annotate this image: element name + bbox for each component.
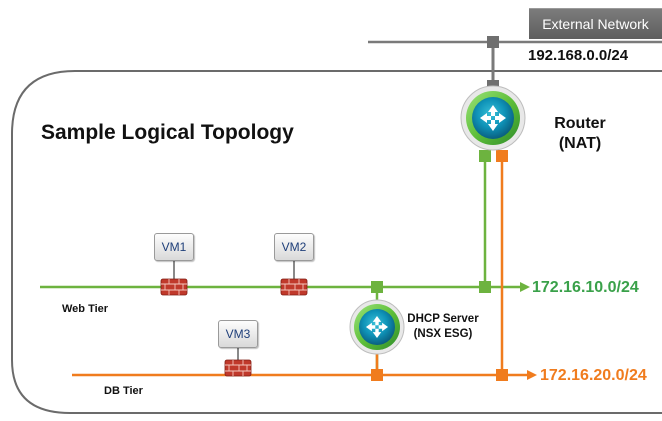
dhcp-db-port bbox=[371, 369, 383, 381]
edge-gateway-icon[interactable] bbox=[349, 299, 405, 355]
external-network-label: External Network bbox=[529, 8, 662, 39]
web-tier-router-port bbox=[479, 281, 491, 293]
web-tier-subnet-label: 172.16.10.0/24 bbox=[532, 279, 639, 296]
router-label: Router (NAT) bbox=[545, 114, 615, 154]
dhcp-server-label: DHCP Server (NSX ESG) bbox=[403, 312, 483, 342]
router-db-port bbox=[496, 150, 508, 162]
vm-icon-vm1[interactable]: VM1 bbox=[154, 233, 194, 261]
dhcp-web-port bbox=[371, 281, 383, 293]
web-tier-arrow bbox=[520, 282, 530, 292]
db-tier-subnet-label: 172.16.20.0/24 bbox=[540, 367, 647, 384]
db-tier-arrow bbox=[527, 370, 537, 380]
external-subnet-label: 192.168.0.0/24 bbox=[528, 47, 629, 64]
web-tier-label: Web Tier bbox=[62, 303, 109, 315]
router-icon[interactable] bbox=[460, 85, 526, 151]
db-tier-label: DB Tier bbox=[104, 385, 143, 397]
firewall-icon bbox=[160, 278, 188, 296]
firewall-icon bbox=[224, 359, 252, 377]
db-tier-router-port bbox=[496, 369, 508, 381]
firewall-icon bbox=[280, 278, 308, 296]
vm-icon-vm2[interactable]: VM2 bbox=[274, 233, 314, 261]
router-label-role: (NAT) bbox=[558, 135, 602, 152]
logical-network-boundary bbox=[11, 70, 662, 414]
external-port-top bbox=[487, 36, 499, 48]
vm-icon-vm3[interactable]: VM3 bbox=[218, 320, 258, 348]
dhcp-server-label-name: DHCP Server bbox=[407, 313, 479, 325]
dhcp-server-label-type: (NSX ESG) bbox=[413, 328, 473, 340]
router-web-port bbox=[479, 150, 491, 162]
router-label-name: Router bbox=[554, 115, 606, 132]
page-title: Sample Logical Topology bbox=[41, 121, 294, 144]
